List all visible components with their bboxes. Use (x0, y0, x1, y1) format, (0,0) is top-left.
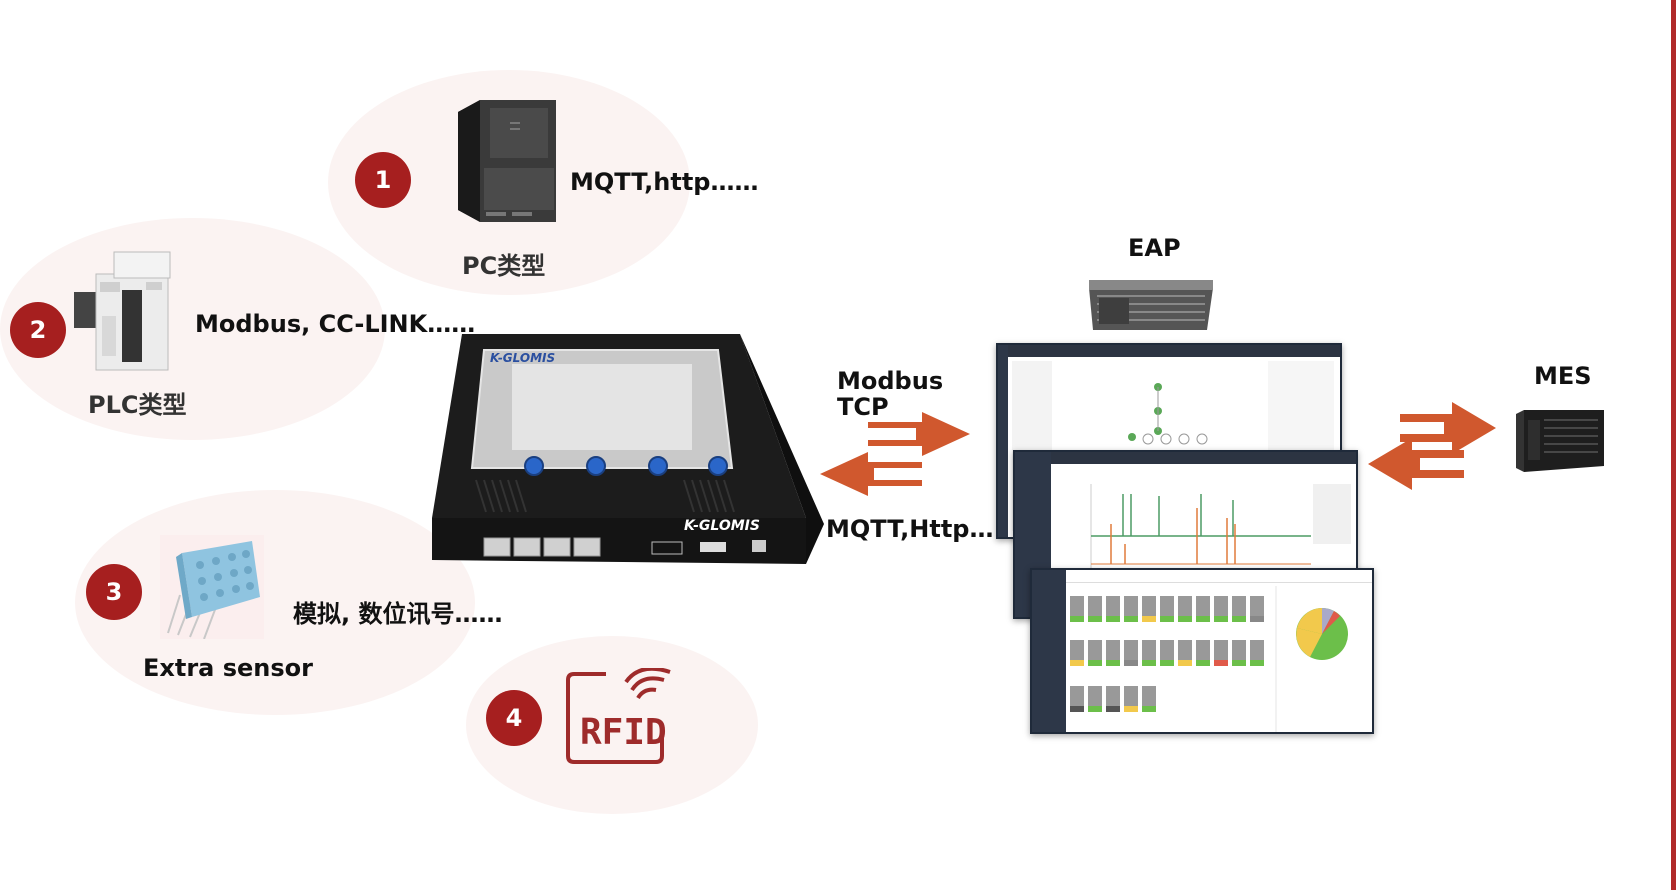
double-arrow-eap-mes (1368, 402, 1496, 490)
eap-title: EAP (1128, 234, 1181, 262)
pc-label: PC类型 (462, 252, 546, 280)
badge-2: 2 (10, 302, 66, 358)
rfid-icon: RFID (566, 668, 671, 764)
rfid-text: RFID (580, 712, 667, 753)
double-arrow-gateway-eap (820, 412, 970, 496)
plc-label: PLC类型 (88, 391, 187, 419)
pc-protocol-label: MQTT,http…… (570, 168, 759, 196)
badge-1: 1 (355, 152, 411, 208)
modbus-tcp-label: Modbus TCP (837, 367, 944, 421)
mes-server-icon (1516, 410, 1604, 472)
page-edge-line (1671, 0, 1676, 890)
eap-server-icon (1089, 280, 1213, 330)
device-brand-top: K-GLOMIS (490, 351, 555, 365)
gateway-device: K-GLOMIS K-GLOMIS (432, 334, 824, 564)
humidity-sensor-icon (160, 535, 264, 639)
plc-module-icon (74, 251, 171, 371)
mes-title: MES (1534, 362, 1592, 390)
sensor-bubble (75, 490, 475, 715)
eap-screen-dashboard (1030, 568, 1374, 734)
sensor-label: Extra sensor (143, 654, 313, 682)
device-brand-front: K-GLOMIS (684, 518, 760, 534)
badge-4: 4 (486, 690, 542, 746)
badge-3: 3 (86, 564, 142, 620)
sensor-protocol-label: 模拟, 数位讯号…… (293, 600, 503, 628)
plc-protocol-label: Modbus, CC-LINK…… (195, 310, 476, 338)
pc-tower-icon (458, 100, 556, 222)
mqtt-http-label: MQTT,Http… (826, 515, 994, 543)
